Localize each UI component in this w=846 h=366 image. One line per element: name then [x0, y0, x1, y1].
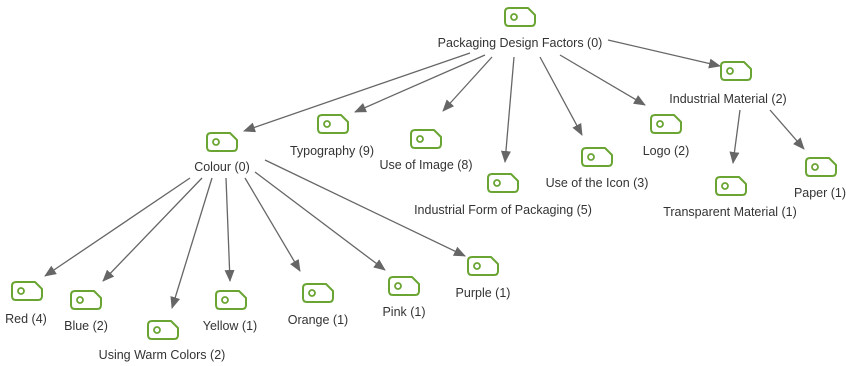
node-label-colour: Colour (0)	[194, 160, 250, 174]
node-colour[interactable]: Colour (0)	[194, 132, 250, 174]
node-label-warm-colors: Using Warm Colors (2)	[99, 348, 226, 362]
node-label-transparent-material: Transparent Material (1)	[663, 205, 797, 219]
tag-icon	[467, 256, 499, 276]
node-label-orange: Orange (1)	[288, 313, 348, 327]
edge-root-to-typography	[354, 54, 486, 113]
tag-icon	[581, 147, 613, 167]
edge-root-to-industrial-material	[607, 39, 721, 69]
node-label-use-of-icon: Use of the Icon (3)	[546, 176, 649, 190]
node-industrial-form[interactable]: Industrial Form of Packaging (5)	[414, 173, 592, 217]
tag-icon	[650, 114, 682, 134]
node-label-industrial-form: Industrial Form of Packaging (5)	[414, 203, 592, 217]
node-typography[interactable]: Typography (9)	[290, 114, 374, 158]
node-label-red: Red (4)	[5, 312, 47, 326]
tag-icon	[317, 114, 349, 134]
edge-root-to-use-of-image	[442, 56, 493, 112]
node-label-paper: Paper (1)	[794, 186, 846, 200]
node-label-pink: Pink (1)	[382, 305, 425, 319]
node-yellow[interactable]: Yellow (1)	[203, 290, 257, 333]
node-blue[interactable]: Blue (2)	[64, 290, 108, 333]
node-label-root: Packaging Design Factors (0)	[438, 36, 603, 50]
node-label-yellow: Yellow (1)	[203, 319, 257, 333]
node-purple[interactable]: Purple (1)	[456, 256, 511, 300]
tag-icon	[206, 132, 238, 152]
edge-colour-to-purple	[264, 159, 466, 257]
tag-icon	[805, 157, 837, 177]
node-label-typography: Typography (9)	[290, 144, 374, 158]
node-paper[interactable]: Paper (1)	[794, 157, 846, 200]
tag-icon	[388, 276, 420, 296]
tag-icon	[215, 290, 247, 310]
edge-industrial-material-to-transparent-material	[729, 109, 741, 164]
node-label-industrial-material: Industrial Material (2)	[669, 92, 786, 106]
tag-icon	[410, 129, 442, 149]
edge-colour-to-pink	[254, 171, 386, 271]
node-label-blue: Blue (2)	[64, 319, 108, 333]
node-logo[interactable]: Logo (2)	[643, 114, 690, 158]
edge-colour-to-orange	[244, 177, 301, 272]
edge-colour-to-red	[44, 177, 191, 277]
node-red[interactable]: Red (4)	[5, 281, 47, 326]
node-label-use-of-image: Use of Image (8)	[379, 158, 472, 172]
tag-icon	[70, 290, 102, 310]
tag-icon	[11, 281, 43, 301]
edge-industrial-material-to-paper	[769, 109, 805, 150]
node-label-purple: Purple (1)	[456, 286, 511, 300]
edges-layer	[44, 39, 805, 309]
nodes-layer: Packaging Design Factors (0) Colour (0) Ty…	[5, 7, 846, 362]
node-use-of-icon[interactable]: Use of the Icon (3)	[546, 147, 649, 190]
tag-icon	[147, 320, 179, 340]
edge-colour-to-warm-colors	[170, 177, 213, 309]
node-use-of-image[interactable]: Use of Image (8)	[379, 129, 473, 172]
node-root[interactable]: Packaging Design Factors (0)	[438, 7, 603, 50]
edge-root-to-colour	[243, 52, 471, 133]
node-orange[interactable]: Orange (1)	[288, 283, 348, 327]
tag-icon	[504, 7, 536, 27]
edge-colour-to-yellow	[224, 177, 235, 282]
edge-root-to-use-of-icon	[539, 56, 583, 136]
node-transparent-material[interactable]: Transparent Material (1)	[663, 176, 797, 219]
node-pink[interactable]: Pink (1)	[382, 276, 426, 319]
node-label-logo: Logo (2)	[643, 144, 690, 158]
tag-icon	[715, 176, 747, 196]
tag-icon	[302, 283, 334, 303]
tag-icon	[720, 61, 752, 81]
tag-icon	[487, 173, 519, 193]
edge-root-to-industrial-form	[500, 56, 515, 163]
node-industrial-material[interactable]: Industrial Material (2)	[669, 61, 787, 106]
edge-colour-to-blue	[102, 177, 203, 282]
edge-root-to-logo	[559, 54, 646, 106]
node-warm-colors[interactable]: Using Warm Colors (2)	[99, 320, 226, 362]
